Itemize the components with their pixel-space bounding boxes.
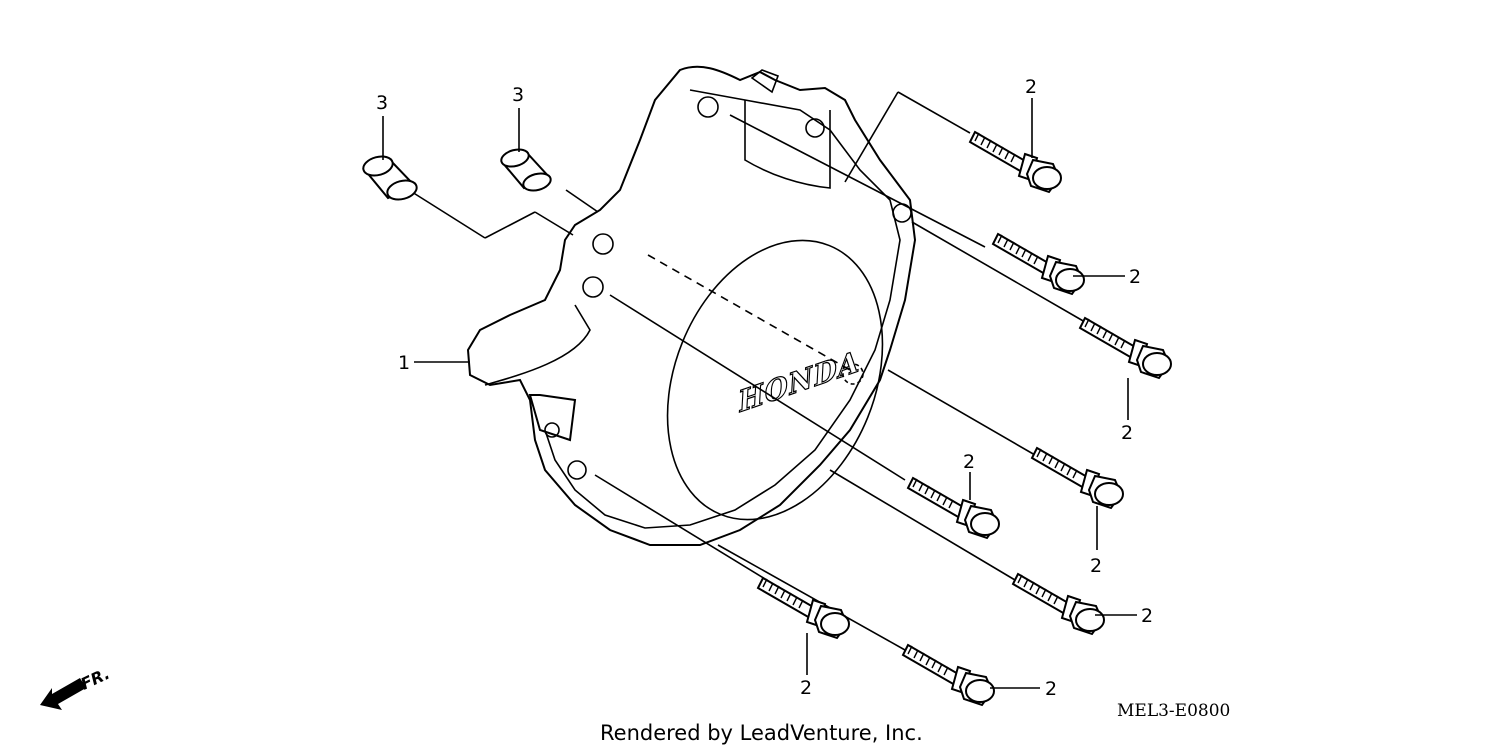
bolt-upper-2 — [992, 233, 1085, 295]
front-direction-label: FR. — [78, 664, 113, 694]
mount-hole-top-left — [697, 96, 719, 118]
dowel-pin-left — [362, 155, 418, 201]
callout-bolt-1: 2 — [1025, 76, 1037, 98]
bolt-center — [907, 477, 1000, 539]
callout-bolt-5: 2 — [1090, 555, 1102, 577]
mount-hole-top-right — [805, 118, 825, 138]
callout-bolt-7: 2 — [800, 677, 812, 699]
callout-dowel-left: 3 — [376, 92, 388, 114]
callout-leaders — [382, 98, 1137, 689]
mount-hole-tab — [544, 422, 560, 438]
generator-cover: HONDA — [466, 65, 917, 546]
assembly-lines — [411, 91, 1086, 651]
bolt-right-2 — [1031, 447, 1124, 509]
bolt-upper-1 — [969, 131, 1062, 193]
cover-neck — [484, 304, 591, 386]
cover-notch — [750, 69, 780, 94]
front-arrow-icon: FR. — [40, 664, 113, 710]
mount-hole-left-upper — [592, 233, 614, 255]
callout-bolt-2: 2 — [1129, 266, 1141, 288]
diagram-code: MEL3-E0800 — [1117, 701, 1230, 721]
callout-bolt-8: 2 — [1045, 678, 1057, 700]
mount-hole-left-lower — [582, 276, 604, 298]
bolt-right-1 — [1079, 317, 1172, 379]
callout-dowel-right: 3 — [512, 84, 524, 106]
callout-bolt-4: 2 — [963, 451, 975, 473]
render-credit: Rendered by LeadVenture, Inc. — [600, 721, 923, 745]
bolt-lower-left — [757, 577, 850, 639]
bolt-lower-right — [1012, 573, 1105, 635]
dowel-seat-hole — [842, 363, 864, 385]
bolt-bottom — [902, 644, 995, 706]
cover-outline — [466, 65, 917, 546]
callout-bolt-6: 2 — [1141, 605, 1153, 627]
callout-bolt-3: 2 — [1121, 422, 1133, 444]
callout-labels: 3 3 1 2 2 2 2 2 2 2 2 — [376, 76, 1153, 700]
dowel-pin-right — [500, 148, 552, 192]
stator-dome — [666, 239, 884, 521]
callout-cover: 1 — [398, 352, 410, 374]
mount-hole-bottom-left — [567, 460, 587, 480]
cover-tab — [528, 394, 577, 442]
cover-boss — [744, 100, 831, 189]
